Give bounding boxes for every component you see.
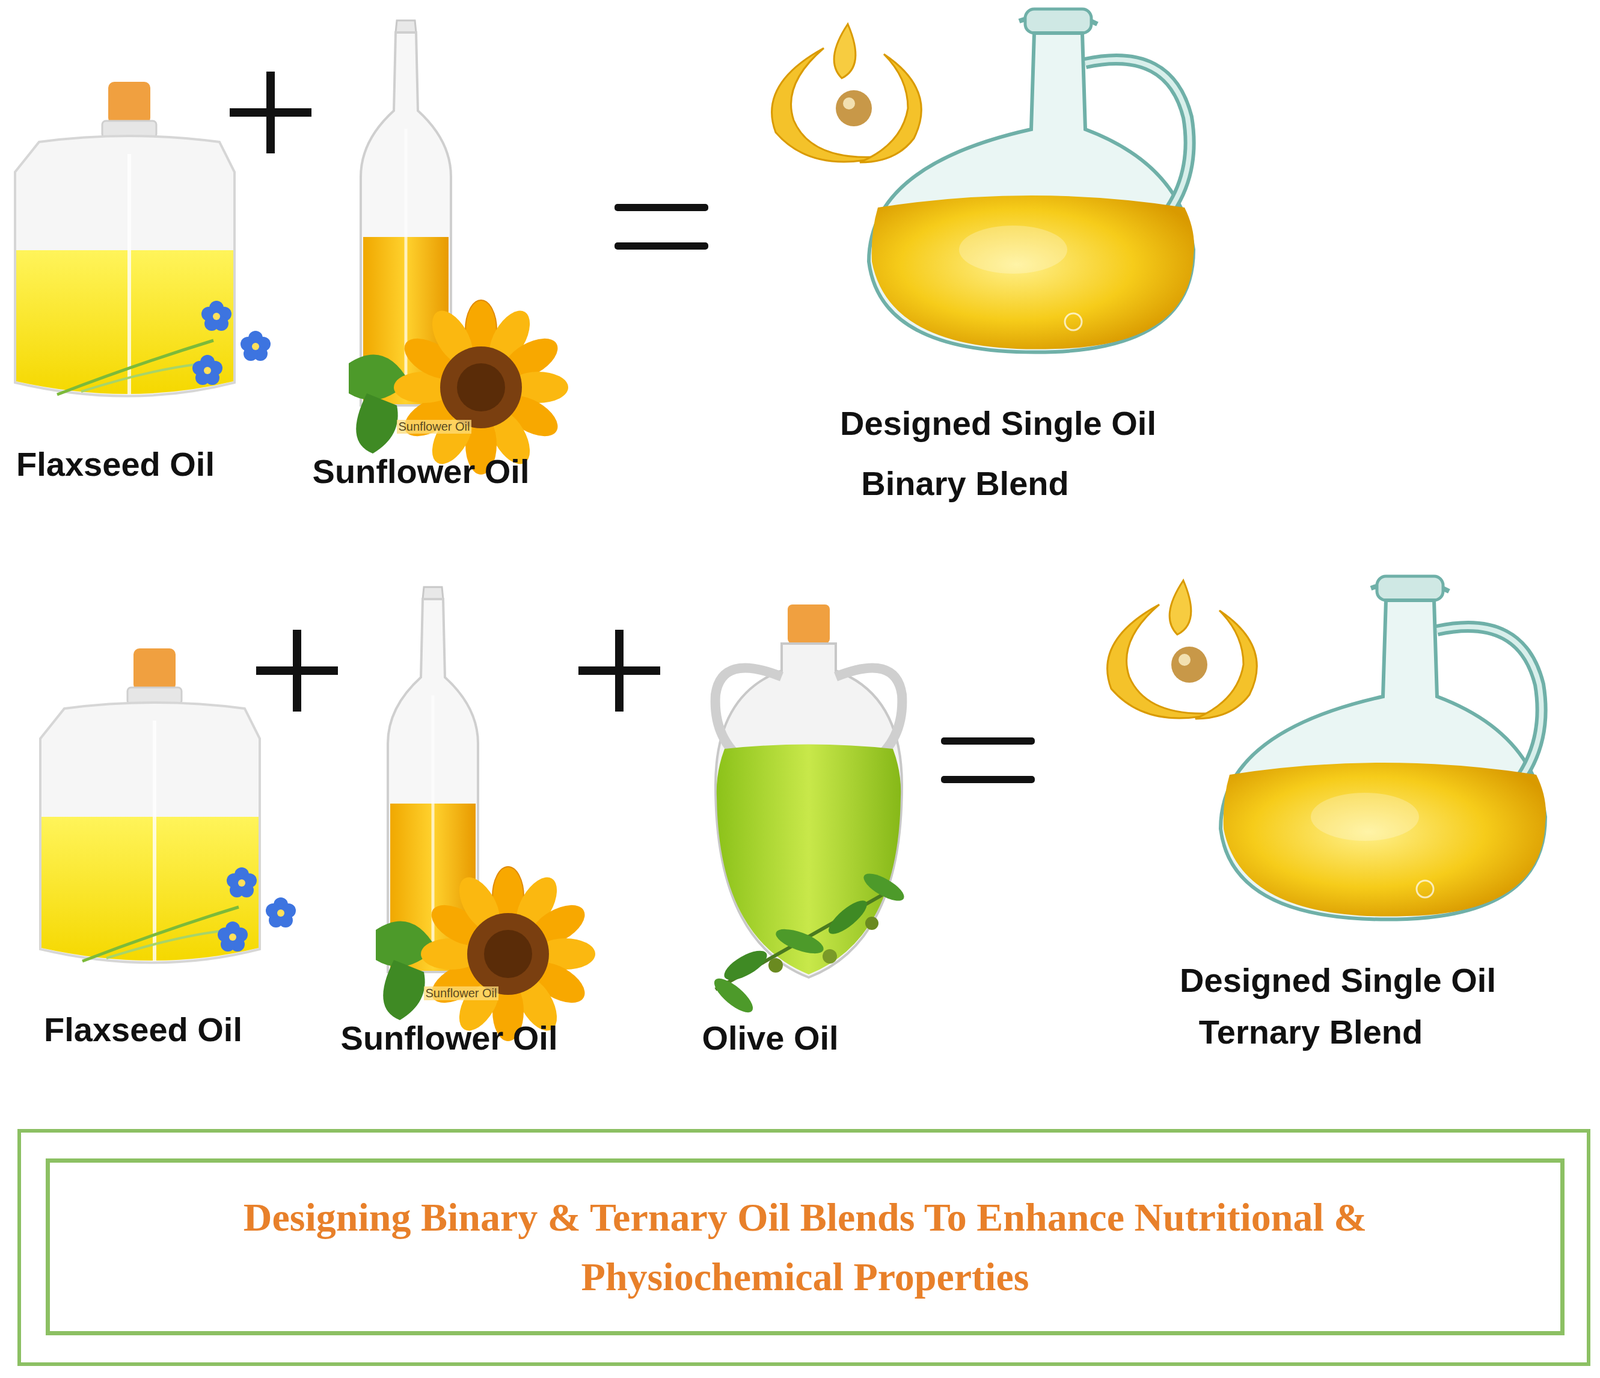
bottle-tag: Sunflower Oil (423, 986, 500, 1000)
bottle-tag: Sunflower Oil (396, 419, 473, 434)
oil-name: Olive Oil (701, 1018, 839, 1058)
title-text: Designing Binary & Ternary Oil Blends To… (143, 1186, 1467, 1306)
oil-name: Flaxseed Oil (16, 444, 215, 484)
oil-name: Sunflower Oil (340, 1018, 558, 1058)
blend-name: Designed Single Oil (839, 404, 1157, 443)
oil-name: Sunflower Oil (312, 452, 530, 491)
blend-type: Binary Blend (861, 464, 1069, 503)
title-box: Designing Binary & Ternary Oil Blends To… (45, 1158, 1565, 1335)
blend-name: Designed Single Oil (1179, 960, 1496, 1000)
oil-name: Flaxseed Oil (43, 1010, 243, 1049)
blend-type: Ternary Blend (1198, 1012, 1423, 1052)
